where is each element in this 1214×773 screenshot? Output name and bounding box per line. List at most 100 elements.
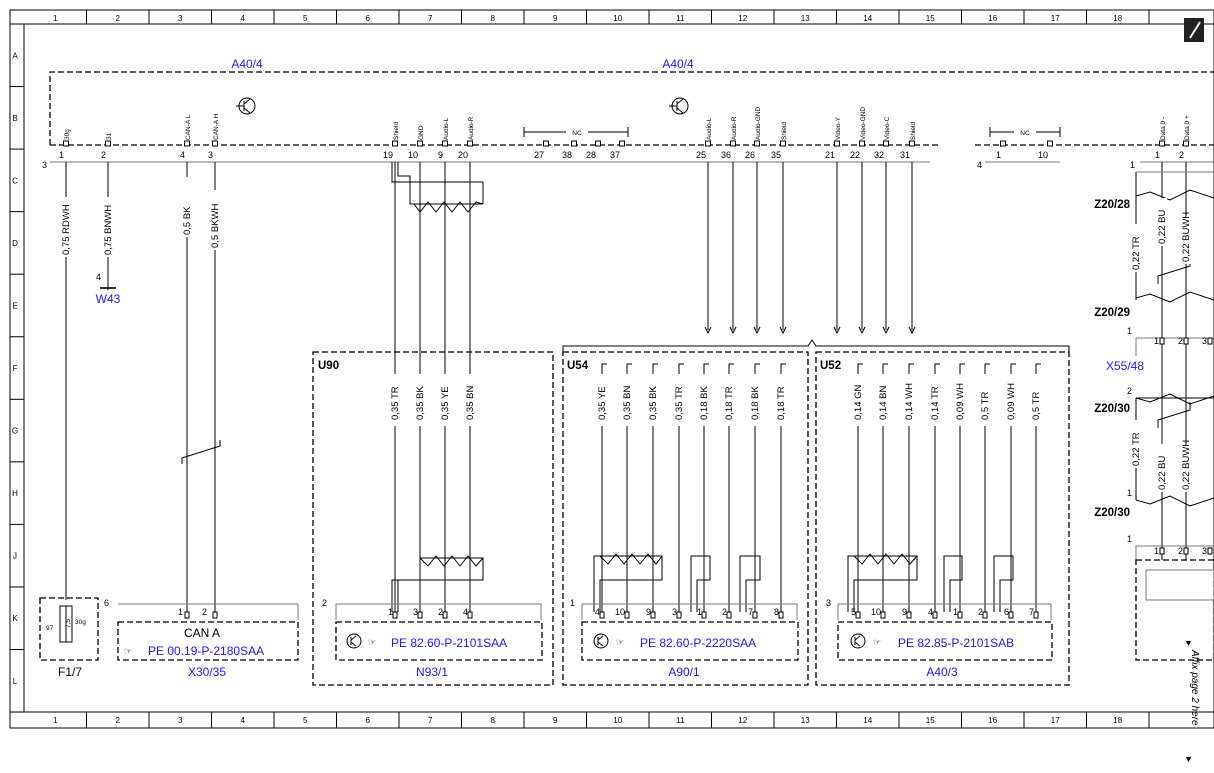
label-bg: [210, 190, 220, 250]
pin-label: Shield: [393, 122, 400, 140]
z20-30-label: Z20/30: [1094, 507, 1130, 519]
grid-column-number: 16: [988, 14, 997, 23]
a90-connector[interactable]: 1 ☞ PE 82.60-P-2220SAA: [570, 598, 799, 661]
a90-1-label[interactable]: A90/1: [668, 665, 700, 679]
can-connector[interactable]: 6 1 2 CAN A ☞ PE 00.19-P-2180SAA: [104, 598, 299, 661]
label-bg: [1157, 444, 1167, 492]
grid-column-number: 11: [676, 14, 685, 23]
wire-label: 0,5 BKWH: [210, 204, 221, 248]
n93-1-label[interactable]: N93/1: [416, 665, 448, 679]
pin-number: 3: [208, 150, 213, 160]
wire: [754, 363, 760, 612]
pin-terminal: [63, 140, 69, 147]
fuse-pin: 30g: [75, 619, 86, 626]
pin-terminal: [883, 140, 889, 147]
fuse-f1-7[interactable]: 7,5 97 30g: [39, 597, 99, 661]
pin-number: 3: [413, 607, 418, 617]
wire-label: 0,75 BNWH: [103, 205, 114, 255]
pin-label: Data 0 +: [1184, 115, 1191, 140]
wire-label: 0,5 BK: [182, 206, 193, 235]
pin-number: 35: [771, 150, 781, 160]
label-bg: [878, 374, 888, 426]
pin-terminal: [105, 140, 111, 147]
grid-row-letter: H: [12, 489, 18, 498]
z20-30-label: Z20/30: [1094, 403, 1130, 415]
pin-terminal: [705, 140, 711, 147]
pin-number: 10: [1038, 150, 1048, 160]
pin-number: 4: [595, 607, 600, 617]
ref-link[interactable]: PE 00.19-P-2180SAA: [148, 644, 264, 658]
wire-label: 0,22 BU: [1157, 456, 1168, 490]
wire-end: [729, 326, 737, 335]
pin-number: 8: [774, 607, 779, 617]
label-bg: [1006, 374, 1016, 426]
fuse-pin: 97: [46, 625, 54, 632]
pin-number: 2: [722, 607, 727, 617]
pin-number: 32: [874, 150, 884, 160]
wire-label: 0,35 YE: [440, 386, 451, 420]
wire-end: [833, 326, 841, 335]
pin-label: Shield: [781, 122, 788, 140]
pin-terminal: [1159, 337, 1165, 345]
pin-label: Audio-R: [731, 116, 738, 140]
pin-terminal: [184, 611, 190, 619]
pin-number: 1: [1154, 546, 1159, 556]
ref-link[interactable]: PE 82.85-P-2101SAB: [898, 636, 1014, 650]
shield-twist-bottom: [419, 555, 484, 567]
wire-label: 0,35 BN: [622, 386, 633, 420]
pin-terminal: [184, 140, 190, 147]
transistor-icon: [346, 633, 362, 649]
pin-terminal: [1183, 140, 1189, 147]
ref-link[interactable]: PE 82.60-P-2220SAA: [640, 636, 756, 650]
wire-label: 0,35 BK: [415, 386, 426, 420]
a40-4-label-left[interactable]: A40/4: [231, 57, 263, 71]
u90-label: U90: [318, 360, 339, 372]
pin-number: 6: [1004, 607, 1009, 617]
connector-index: 1: [1130, 160, 1135, 170]
pin-terminal: [1159, 140, 1165, 147]
label-bg: [1157, 198, 1167, 246]
wire: [857, 363, 863, 612]
n93-connector[interactable]: 2 ☞ PE 82.60-P-2101SAA: [322, 598, 543, 661]
pin-terminal: [212, 140, 218, 147]
pin-terminal: [676, 611, 682, 619]
wire-label: 0,09 WH: [955, 383, 966, 420]
grid-column-number: 2: [116, 14, 121, 23]
pin-number: 31: [900, 150, 910, 160]
pin-number: 25: [696, 150, 706, 160]
pin-terminal: [909, 140, 915, 147]
wire: [1010, 363, 1016, 612]
wire-label: 0,22 BUWH: [1181, 212, 1192, 262]
label-bg: [103, 197, 113, 257]
a40-3-connector-index: 3: [826, 598, 831, 608]
wire: [1035, 363, 1041, 612]
pin-terminal: [880, 611, 886, 619]
wire: [703, 363, 709, 612]
page-corner-icon: [1184, 18, 1204, 42]
w43-label[interactable]: W43: [96, 292, 121, 306]
ref-link[interactable]: PE 82.60-P-2101SAA: [391, 636, 507, 650]
a40-4-label-right[interactable]: A40/4: [662, 57, 694, 71]
wire-label: 0,35 TR: [674, 386, 685, 420]
block-index: 1: [1127, 534, 1132, 544]
pin-terminal: [1183, 337, 1189, 345]
u90-box: [312, 351, 554, 686]
affix-text: Affix page 2 here: [1189, 649, 1200, 726]
pin-number: 2: [438, 607, 443, 617]
x55-48-label[interactable]: X55/48: [1106, 359, 1144, 373]
a40-3-connector[interactable]: 3 ☞ PE 82.85-P-2101SAB: [826, 598, 1053, 661]
pin-label: Audio-GND: [755, 106, 762, 140]
grid-row-letter: E: [12, 301, 17, 310]
x30-35-label[interactable]: X30/35: [188, 665, 226, 679]
a40-3-label[interactable]: A40/3: [926, 665, 958, 679]
wire: [601, 363, 607, 612]
pin-terminal: [442, 140, 448, 147]
label-bg: [597, 374, 607, 426]
wire-label: 0,14 BN: [878, 386, 889, 420]
pin-number: 28: [586, 150, 596, 160]
grid-column-number: 14: [863, 716, 872, 725]
